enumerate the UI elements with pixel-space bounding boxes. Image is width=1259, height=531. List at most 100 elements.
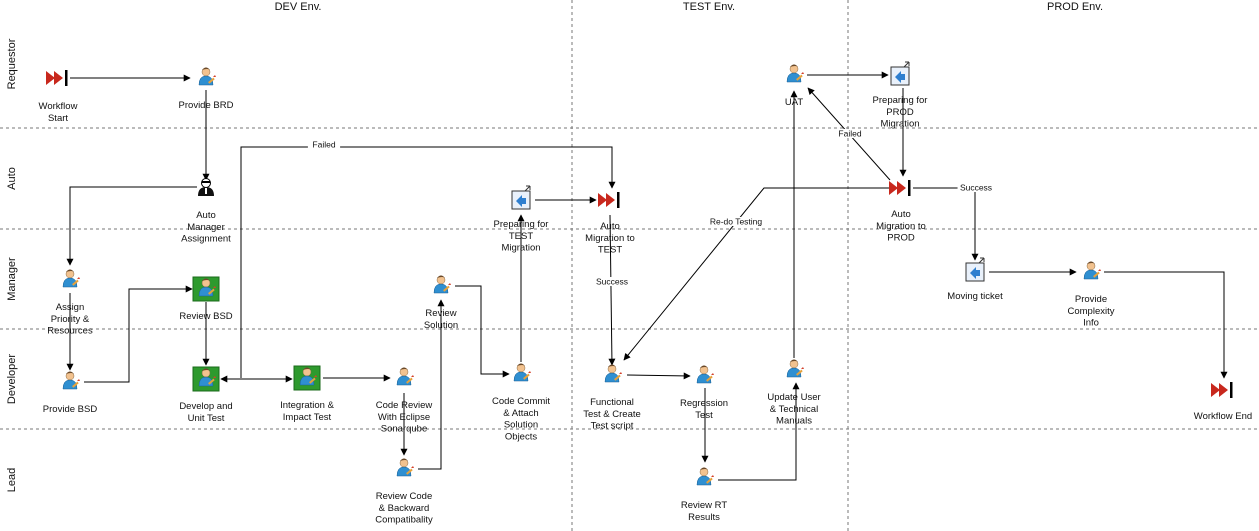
flow-arrow xyxy=(718,382,800,481)
flow-arrow xyxy=(1104,271,1228,379)
flow-arrow xyxy=(626,372,691,380)
person-icon xyxy=(396,458,415,477)
person-icon xyxy=(198,67,217,86)
person-icon xyxy=(396,367,415,386)
step-label: Workflow End xyxy=(1194,411,1252,422)
lane-label-auto: Auto xyxy=(6,167,18,190)
lane-label-manager: Manager xyxy=(6,257,18,301)
step-label: Review BSD xyxy=(179,311,232,322)
person-icon xyxy=(696,467,715,486)
person-icon xyxy=(513,363,532,382)
lane-label-requestor: Requestor xyxy=(6,38,18,89)
task-box-icon xyxy=(193,367,219,391)
flow-arrow xyxy=(84,285,193,383)
person-icon xyxy=(62,371,81,390)
flow-arrow xyxy=(455,285,510,378)
env-title-test: TEST Env. xyxy=(683,1,735,13)
flow-arrow xyxy=(608,214,616,366)
edge-label-text: Success xyxy=(960,183,992,193)
document-icon xyxy=(890,61,910,86)
edge-label-text: Success xyxy=(596,277,628,287)
step-review-bsd[interactable]: Review BSD xyxy=(179,277,233,322)
flow-arrow xyxy=(240,146,616,378)
document-icon xyxy=(965,257,985,282)
person-icon xyxy=(786,64,805,83)
step-moving-ticket[interactable]: Moving ticket xyxy=(947,257,1003,302)
flow-arrow xyxy=(623,187,890,361)
edge-label-text: Re-do Testing xyxy=(710,217,763,227)
workflow-start-icon xyxy=(46,70,68,86)
document-icon xyxy=(511,185,531,210)
auto-migration-icon xyxy=(889,180,911,196)
step-uat[interactable]: UAT xyxy=(785,64,805,109)
person-icon xyxy=(696,365,715,384)
lane-label-developer: Developer xyxy=(6,354,18,404)
step-wf-end[interactable]: Workflow End xyxy=(1194,382,1252,422)
env-title-dev: DEV Env. xyxy=(275,1,322,13)
person-icon xyxy=(433,275,452,294)
workflow-end-icon xyxy=(1211,382,1233,398)
edge-label-redo-testing: Re-do Testing xyxy=(703,217,769,227)
step-label: Integration &Impact Test xyxy=(280,400,335,423)
edge-label-success-test: Success xyxy=(593,277,631,287)
edge-label-success-prod: Success xyxy=(957,183,995,193)
person-icon xyxy=(786,359,805,378)
step-label: Provide BSD xyxy=(43,404,98,415)
step-integration[interactable]: Integration &Impact Test xyxy=(280,366,335,423)
step-label: UAT xyxy=(785,97,803,108)
task-box-icon xyxy=(193,277,219,301)
step-provide-brd[interactable]: Provide BRD xyxy=(179,67,234,112)
edge-label-text: Failed xyxy=(838,129,861,139)
flow-arrow xyxy=(418,299,445,470)
step-provide-bsd[interactable]: Provide BSD xyxy=(43,371,98,416)
auto-migration-icon xyxy=(598,192,620,208)
task-box-icon xyxy=(294,366,320,390)
step-label: Moving ticket xyxy=(947,291,1003,302)
edge-label-failed-prod: Failed xyxy=(833,129,867,139)
person-icon xyxy=(1083,261,1102,280)
env-title-prod: PROD Env. xyxy=(1047,1,1103,13)
agent-icon xyxy=(197,178,215,197)
edge-label-failed-dev: Failed xyxy=(307,140,341,150)
edge-label-text: Failed xyxy=(312,140,335,150)
lane-label-lead: Lead xyxy=(6,468,18,492)
person-icon xyxy=(62,269,81,288)
flow-arrow xyxy=(66,186,197,266)
